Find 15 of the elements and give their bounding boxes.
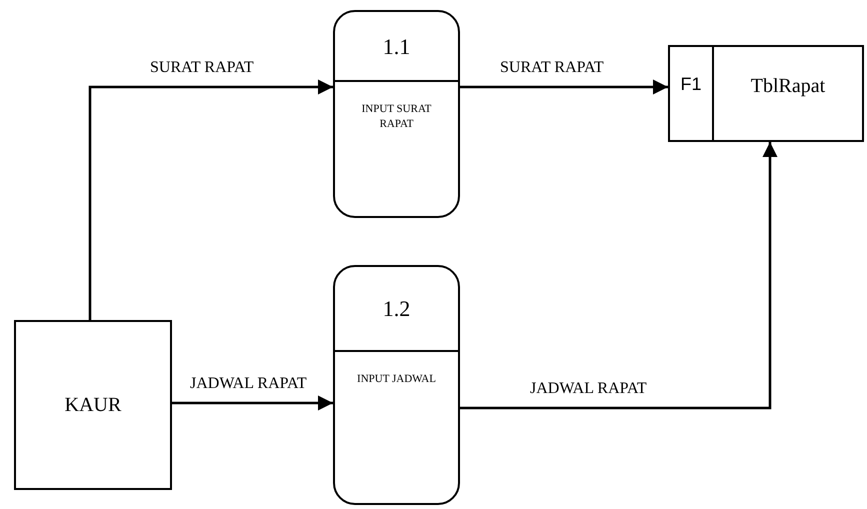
process-box — [333, 10, 460, 218]
data-store — [668, 45, 864, 142]
process-box — [333, 265, 460, 505]
arrow — [172, 396, 333, 410]
process-name: INPUT JADWAL — [357, 372, 436, 387]
arrow — [460, 80, 668, 94]
entity-name: KAUR — [64, 393, 122, 418]
arrow — [88, 80, 333, 320]
process-name: INPUT SURAT RAPAT — [360, 102, 432, 132]
store-id: F1 — [680, 73, 702, 96]
process-number: 1.1 — [382, 32, 410, 60]
external-entity-box — [14, 320, 172, 490]
process-number: 1.2 — [382, 295, 410, 323]
arrow — [460, 142, 778, 410]
store-name: TblRapat — [750, 74, 826, 99]
